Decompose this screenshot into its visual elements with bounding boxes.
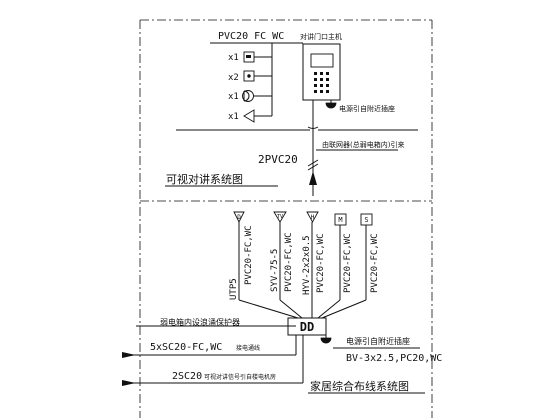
outlet-drops — [238, 222, 367, 319]
outlet-symbol: TV — [277, 214, 283, 220]
device-qty: x2 — [228, 73, 239, 83]
intercom-device-list: x1 x2 x1 x1 — [228, 51, 272, 123]
power-plug-icon — [320, 335, 332, 344]
cabling-power-note: 电源引自附近插座 — [346, 336, 410, 346]
conduit-spec: PVC20-FC,WC — [284, 232, 294, 292]
phone-outlet-icon — [306, 211, 319, 223]
frame-dashes — [139, 19, 433, 418]
intercom-power-note: 电源引自附近插座 — [339, 104, 395, 113]
cable-type: SYV-75-5 — [270, 249, 280, 292]
trunk-arrow-up — [309, 171, 317, 196]
incoming-note: 接电通线 — [236, 344, 260, 352]
speaker-icon — [243, 109, 255, 123]
conduit-spec: PVC20-FC,WC — [370, 233, 380, 293]
cable-type: HYV-2x2x0.5 — [302, 235, 312, 295]
outlet-symbol: S — [364, 216, 368, 224]
power-cable-spec: BV-3x2.5,PC20,WC — [346, 353, 442, 364]
conduit-spec: PVC20-FC,WC — [244, 225, 254, 285]
door-intercom-host — [302, 43, 341, 101]
conduit-spec: PVC20-FC,WC — [316, 233, 326, 293]
incoming-note: 可视对讲信号引自楼电机房 — [204, 373, 276, 381]
intercom-host-label: 对讲门口主机 — [300, 32, 342, 41]
device-qty: x1 — [228, 112, 239, 122]
outlet-symbol: M — [338, 216, 342, 224]
incoming-conduit: 5xSC20-FC,WC — [150, 342, 222, 353]
intercom-conduit-label: PVC20 FC WC — [218, 31, 284, 42]
tv-outlet-icon — [273, 211, 287, 223]
data-outlet-icon — [233, 211, 245, 224]
box-label: DD — [300, 320, 314, 334]
incoming-conduit: 2SC20 — [172, 371, 202, 382]
intercom-system-title: 可视对讲系统图 — [166, 172, 243, 186]
incoming-cables: 5xSC20-FC,WC 接电通线 2SC20 可视对讲信号引自楼电机房 — [122, 335, 304, 386]
cable-type: UTP5 — [229, 278, 239, 300]
button-icon — [243, 70, 255, 82]
intercom-trunk-label: 2PVC20 — [258, 153, 298, 166]
outlet-symbols: D TV H M S — [233, 211, 373, 226]
conduit-spec: PVC20-FC,WC — [343, 233, 353, 293]
outlet-cable-labels: UTP5 PVC20-FC,WC SYV-75-5 PVC20-FC,WC HY… — [229, 225, 380, 300]
outlet-symbol: D — [237, 214, 241, 221]
device-qty: x1 — [228, 53, 239, 63]
device-qty: x1 — [228, 92, 239, 102]
monitor-icon — [243, 51, 255, 63]
bell-icon — [242, 90, 254, 102]
cabling-system-title: 家居综合布线系统图 — [310, 379, 409, 393]
weak-current-box: DD — [287, 317, 327, 336]
intercom-source-note: 由联网器(总弱电箱内)引来 — [322, 140, 404, 149]
surge-protector-note: 弱电箱内设浪涌保护器 — [160, 317, 240, 327]
power-plug-icon — [325, 100, 337, 109]
outlet-symbol: H — [311, 214, 315, 221]
